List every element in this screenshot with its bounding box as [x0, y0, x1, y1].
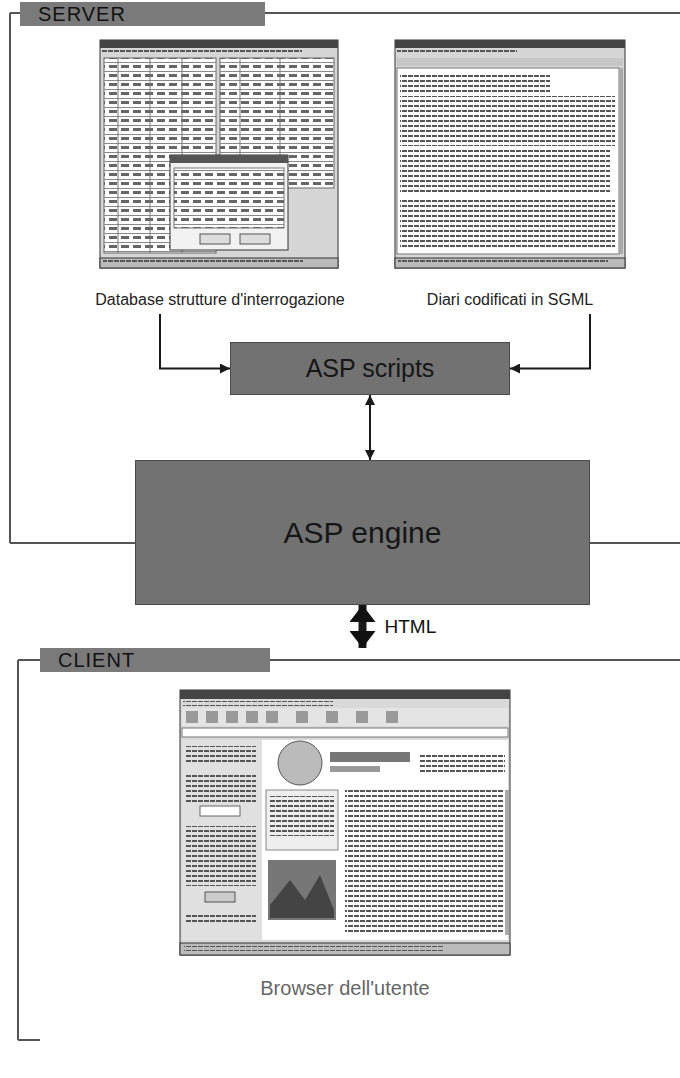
- caption-text: Diari codificati in SGML: [427, 290, 593, 310]
- process-box: ASP engine: [135, 460, 590, 605]
- region-tab: CLIENT: [40, 648, 270, 672]
- process-box: ASP scripts: [230, 342, 510, 395]
- caption-text: Browser dell'utente: [260, 976, 429, 1000]
- caption-text: Database strutture d'interrogazione: [95, 290, 344, 310]
- frame-lines: [10, 13, 680, 1040]
- connector-arrow: [510, 314, 590, 369]
- connector-arrow: [160, 314, 230, 369]
- database-screenshot-node: Database strutture d'interrogazione: [80, 38, 360, 310]
- sgml-screenshot: [395, 40, 625, 268]
- database-screenshot: [100, 40, 338, 268]
- connector-arrow: [369, 395, 371, 460]
- thick-double-arrow: [359, 605, 367, 648]
- sgml-screenshot-node: Diari codificati in SGML: [390, 38, 630, 310]
- box-label: ASP engine: [284, 516, 442, 550]
- server-region: SERVER Database strutture d'interrogazion…: [10, 0, 680, 548]
- region-tab: SERVER: [20, 2, 265, 26]
- edge-label: HTML: [383, 616, 439, 638]
- client-region: CLIENT Browser dell'utente: [18, 648, 680, 1048]
- browser-screenshot-node: Browser dell'utente: [170, 688, 520, 1000]
- box-label: ASP scripts: [306, 354, 435, 383]
- browser-screenshot: [180, 690, 510, 955]
